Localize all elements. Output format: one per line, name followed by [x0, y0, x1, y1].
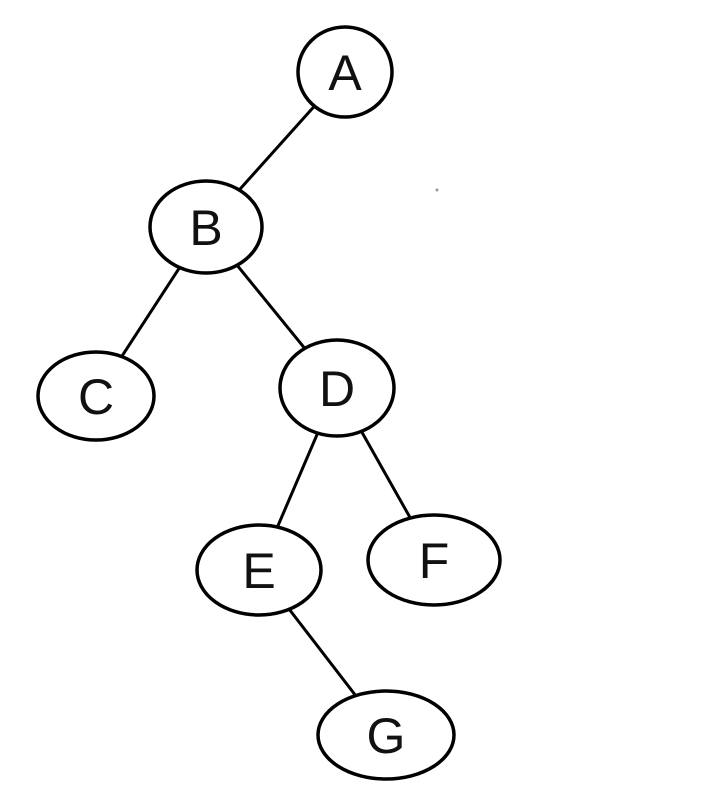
node-ellipse-F — [366, 513, 502, 607]
node-label-G: G — [367, 708, 406, 764]
node-ellipse-C — [36, 350, 156, 442]
artifact-dot — [435, 188, 439, 192]
node-ellipse-D — [278, 338, 396, 438]
node-C: C — [36, 350, 156, 442]
node-label-D: D — [319, 361, 355, 417]
node-label-E: E — [242, 543, 275, 599]
node-label-B: B — [189, 200, 222, 256]
node-E: E — [195, 523, 323, 617]
node-ellipse-G — [316, 689, 456, 781]
node-F: F — [366, 513, 502, 607]
node-B: B — [148, 179, 264, 275]
node-label-F: F — [419, 533, 450, 589]
node-label-C: C — [78, 369, 114, 425]
node-label-A: A — [328, 45, 362, 101]
node-ellipse-E — [195, 523, 323, 617]
node-D: D — [278, 338, 396, 438]
node-ellipse-A — [296, 25, 394, 119]
node-A: A — [296, 25, 394, 119]
node-G: G — [316, 689, 456, 781]
node-ellipse-B — [148, 179, 264, 275]
